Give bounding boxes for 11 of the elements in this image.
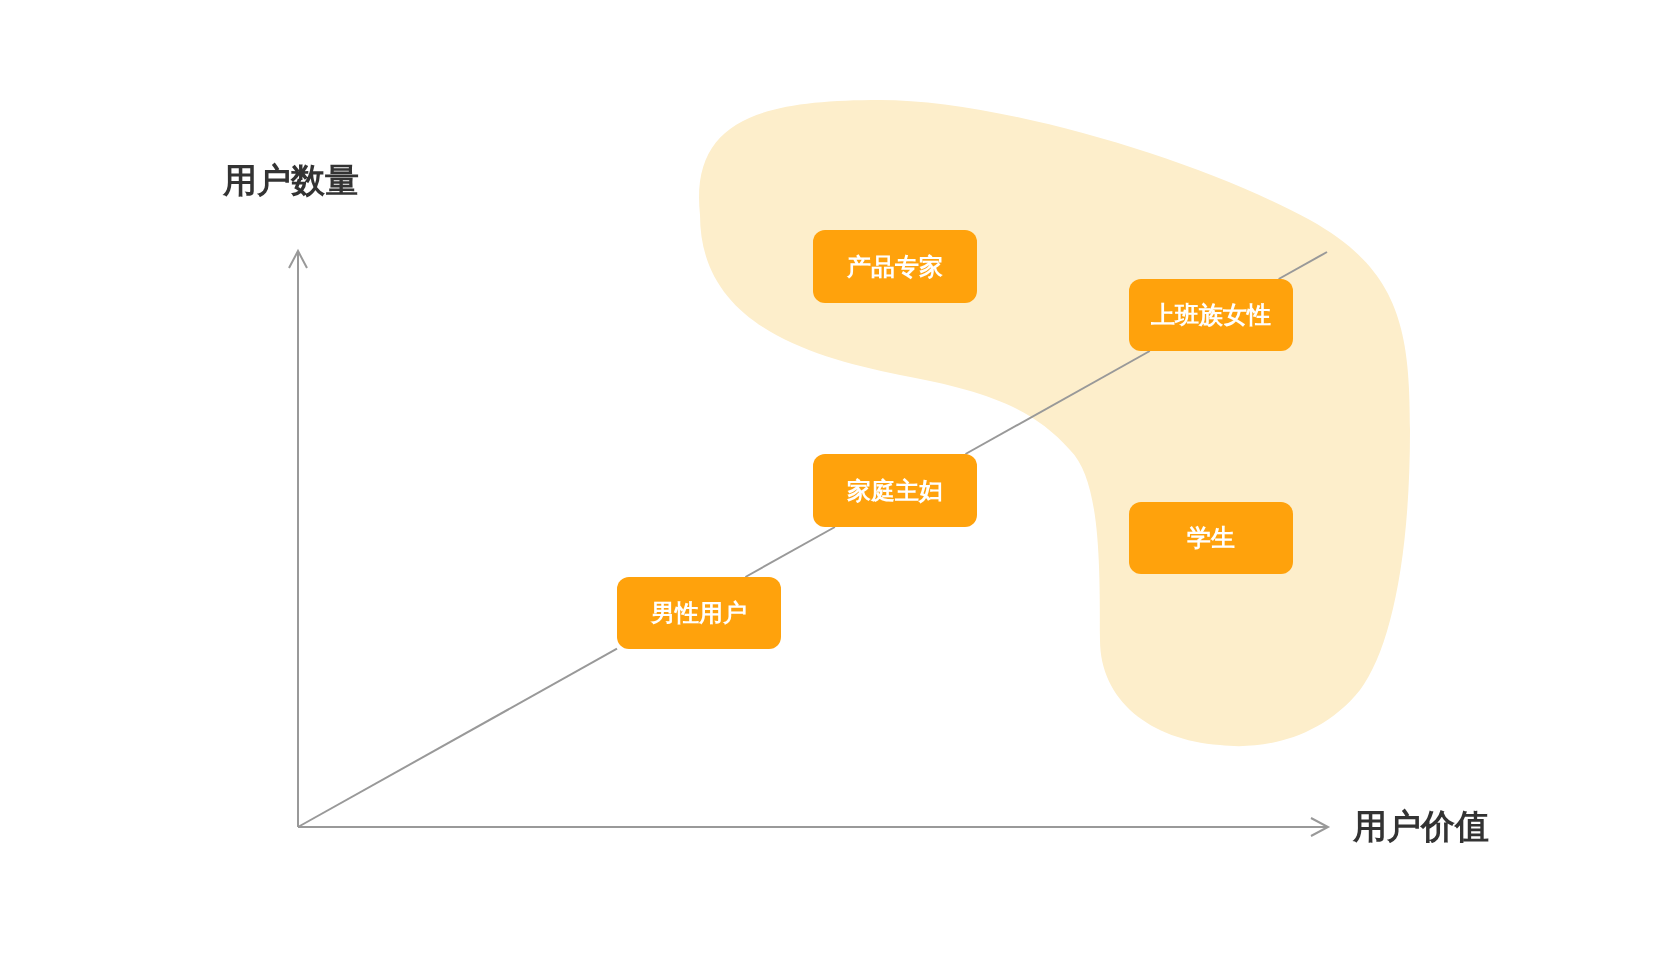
trend-line (964, 350, 1151, 455)
segment-box: 男性用户 (617, 577, 781, 649)
segment-box: 学生 (1129, 502, 1293, 574)
trend-line (1277, 251, 1328, 280)
trend-line (744, 526, 836, 578)
segment-box: 家庭主妇 (813, 454, 977, 527)
segment-box: 产品专家 (813, 230, 977, 303)
trend-line (297, 647, 618, 828)
segment-box: 上班族女性 (1129, 279, 1293, 351)
axis-title: 用户价值 (1353, 805, 1489, 848)
axis-title: 用户数量 (223, 159, 359, 202)
